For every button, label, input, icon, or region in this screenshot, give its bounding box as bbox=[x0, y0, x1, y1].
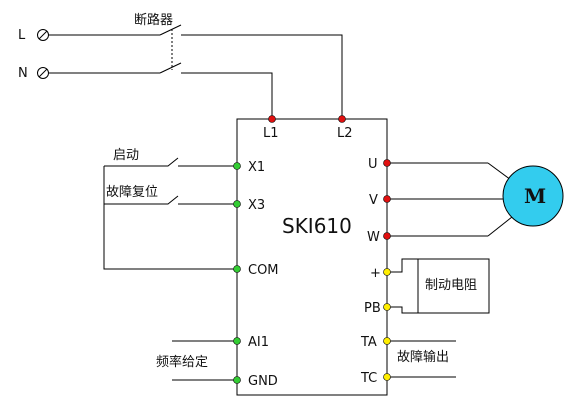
label-tc: TC bbox=[360, 371, 377, 386]
label-plus: + bbox=[370, 266, 381, 281]
fault-reset-label: 故障复位 bbox=[106, 185, 158, 200]
label-x3: X3 bbox=[248, 198, 265, 213]
label-gnd: GND bbox=[248, 374, 278, 389]
supply-l-terminal bbox=[37, 29, 49, 41]
label-v: V bbox=[369, 193, 378, 208]
label-com: COM bbox=[248, 263, 279, 278]
terminal-l2 bbox=[338, 115, 346, 123]
terminal-x3 bbox=[233, 200, 241, 208]
brake-resistor-box bbox=[417, 258, 490, 314]
motor-label: M bbox=[524, 184, 546, 208]
wire-l1-feed bbox=[181, 72, 273, 119]
fault-reset-switch bbox=[104, 195, 179, 205]
drive-model: SKI610 bbox=[282, 214, 352, 238]
supply-n-terminal bbox=[37, 67, 49, 79]
terminal-l1 bbox=[268, 115, 276, 123]
wire-com-common bbox=[103, 166, 237, 270]
label-ta: TA bbox=[360, 335, 377, 350]
label-pb: PB bbox=[364, 301, 381, 316]
terminal-x1 bbox=[233, 162, 241, 170]
label-l1: L1 bbox=[263, 126, 279, 141]
wire-l2-feed bbox=[181, 34, 343, 119]
breaker-switch bbox=[159, 24, 182, 74]
supply-l-label: L bbox=[18, 28, 26, 43]
terminal-u bbox=[383, 159, 391, 167]
freq-set-label: 频率给定 bbox=[156, 354, 208, 370]
start-switch bbox=[104, 157, 179, 167]
label-u: U bbox=[368, 157, 378, 172]
motor bbox=[502, 165, 564, 227]
wire-brake-plus bbox=[387, 258, 418, 273]
terminal-v bbox=[383, 195, 391, 203]
terminal-ta bbox=[383, 337, 391, 345]
terminal-pb bbox=[383, 303, 391, 311]
terminal-com bbox=[233, 265, 241, 273]
terminal-gnd bbox=[233, 376, 241, 384]
breaker-label: 断路器 bbox=[134, 12, 173, 28]
label-l2: L2 bbox=[337, 126, 353, 141]
wire-brake-pb bbox=[387, 306, 418, 314]
wire-w-b bbox=[487, 216, 513, 237]
label-w: W bbox=[367, 230, 380, 245]
label-x1: X1 bbox=[248, 160, 265, 175]
terminal-w bbox=[383, 232, 391, 240]
terminal-plus bbox=[383, 268, 391, 276]
terminal-ai1 bbox=[233, 337, 241, 345]
supply-n-label: N bbox=[18, 66, 28, 81]
brake-resistor-label: 制动电阻 bbox=[425, 278, 477, 293]
start-label: 启动 bbox=[113, 148, 139, 163]
fault-output-label: 故障输出 bbox=[397, 349, 449, 365]
label-ai1: AI1 bbox=[248, 335, 269, 350]
drive-box bbox=[236, 118, 388, 396]
terminal-tc bbox=[383, 373, 391, 381]
wire-u-b bbox=[487, 162, 512, 181]
